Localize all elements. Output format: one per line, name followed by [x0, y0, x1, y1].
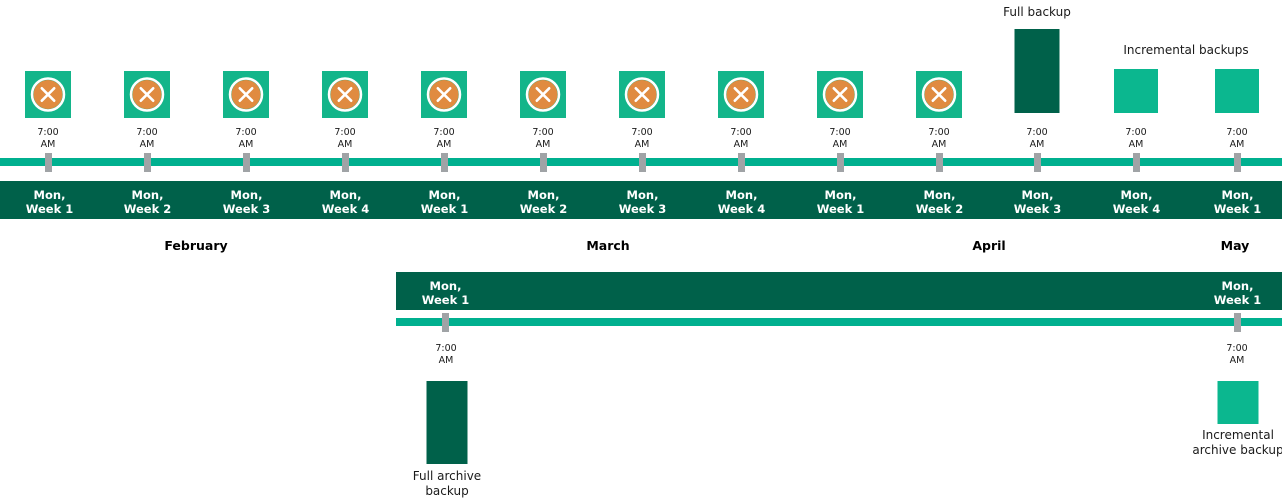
failed-job-icon[interactable]	[619, 71, 665, 118]
week-label: Mon, Week 4	[717, 188, 766, 216]
timeline-tick	[638, 153, 646, 172]
callout-full-archive-backup: Full archive backup	[412, 469, 482, 498]
timeline-tick	[935, 153, 943, 172]
week-label: Mon, Week 1	[420, 188, 469, 216]
incremental-archive-backup-bar[interactable]	[1217, 381, 1259, 424]
archive-week-label: Mon, Week 1	[421, 279, 470, 307]
week-label: Mon, Week 1	[1213, 188, 1262, 216]
time-label: 7:00 AM	[235, 127, 257, 150]
week-label: Mon, Week 2	[915, 188, 964, 216]
timeline-tick	[1132, 153, 1140, 172]
month-label-february: February	[164, 238, 228, 253]
time-label: 7:00 AM	[1125, 127, 1147, 150]
failed-job-icon[interactable]	[25, 71, 71, 118]
timeline-tick	[440, 153, 448, 172]
time-label: 7:00 AM	[730, 127, 752, 150]
archive-timeline-rail	[396, 318, 1282, 326]
failed-job-icon[interactable]	[421, 71, 467, 118]
timeline-tick	[836, 153, 844, 172]
callout-incremental-backups: Incremental backups	[1123, 43, 1249, 57]
failed-job-icon[interactable]	[916, 71, 962, 118]
failed-job-icon[interactable]	[817, 71, 863, 118]
time-label: 7:00 AM	[136, 127, 158, 150]
full-backup-bar[interactable]	[1014, 29, 1060, 113]
time-label: 7:00 AM	[1026, 127, 1048, 150]
timeline-tick	[341, 153, 349, 172]
timeline-tick	[737, 153, 745, 172]
failed-job-icon[interactable]	[124, 71, 170, 118]
month-label-may: May	[1220, 238, 1250, 253]
week-label: Mon, Week 4	[1112, 188, 1161, 216]
failed-job-icon[interactable]	[322, 71, 368, 118]
week-label: Mon, Week 3	[222, 188, 271, 216]
week-label: Mon, Week 1	[816, 188, 865, 216]
week-label: Mon, Week 2	[519, 188, 568, 216]
week-label: Mon, Week 3	[1013, 188, 1062, 216]
timeline-tick	[539, 153, 547, 172]
time-label: 7:00 AM	[928, 127, 950, 150]
time-label: 7:00 AM	[1226, 127, 1248, 150]
incremental-backup-bar[interactable]	[1215, 69, 1259, 113]
week-label: Mon, Week 1	[25, 188, 74, 216]
failed-job-icon[interactable]	[718, 71, 764, 118]
timeline-tick	[44, 153, 52, 172]
week-label: Mon, Week 3	[618, 188, 667, 216]
week-label: Mon, Week 2	[123, 188, 172, 216]
timeline-tick	[242, 153, 250, 172]
incremental-backup-bar[interactable]	[1114, 69, 1158, 113]
archive-time-label: 7:00 AM	[435, 343, 457, 366]
time-label: 7:00 AM	[334, 127, 356, 150]
callout-incremental-archive-backup: Incremental archive backup	[1192, 428, 1282, 457]
time-label: 7:00 AM	[631, 127, 653, 150]
archive-week-label: Mon, Week 1	[1213, 279, 1262, 307]
time-label: 7:00 AM	[37, 127, 59, 150]
week-band	[0, 181, 1282, 219]
month-label-april: April	[972, 238, 1006, 253]
archive-timeline-tick	[1233, 313, 1241, 332]
callout-full-backup: Full backup	[1003, 5, 1071, 19]
timeline-tick	[143, 153, 151, 172]
time-label: 7:00 AM	[433, 127, 455, 150]
full-archive-backup-bar[interactable]	[426, 381, 468, 464]
timeline-tick	[1233, 153, 1241, 172]
week-label: Mon, Week 4	[321, 188, 370, 216]
failed-job-icon[interactable]	[520, 71, 566, 118]
failed-job-icon[interactable]	[223, 71, 269, 118]
time-label: 7:00 AM	[532, 127, 554, 150]
archive-week-band	[396, 272, 1282, 310]
archive-timeline-tick	[441, 313, 449, 332]
month-label-march: March	[586, 238, 630, 253]
timeline-tick	[1033, 153, 1041, 172]
archive-time-label: 7:00 AM	[1226, 343, 1248, 366]
time-label: 7:00 AM	[829, 127, 851, 150]
